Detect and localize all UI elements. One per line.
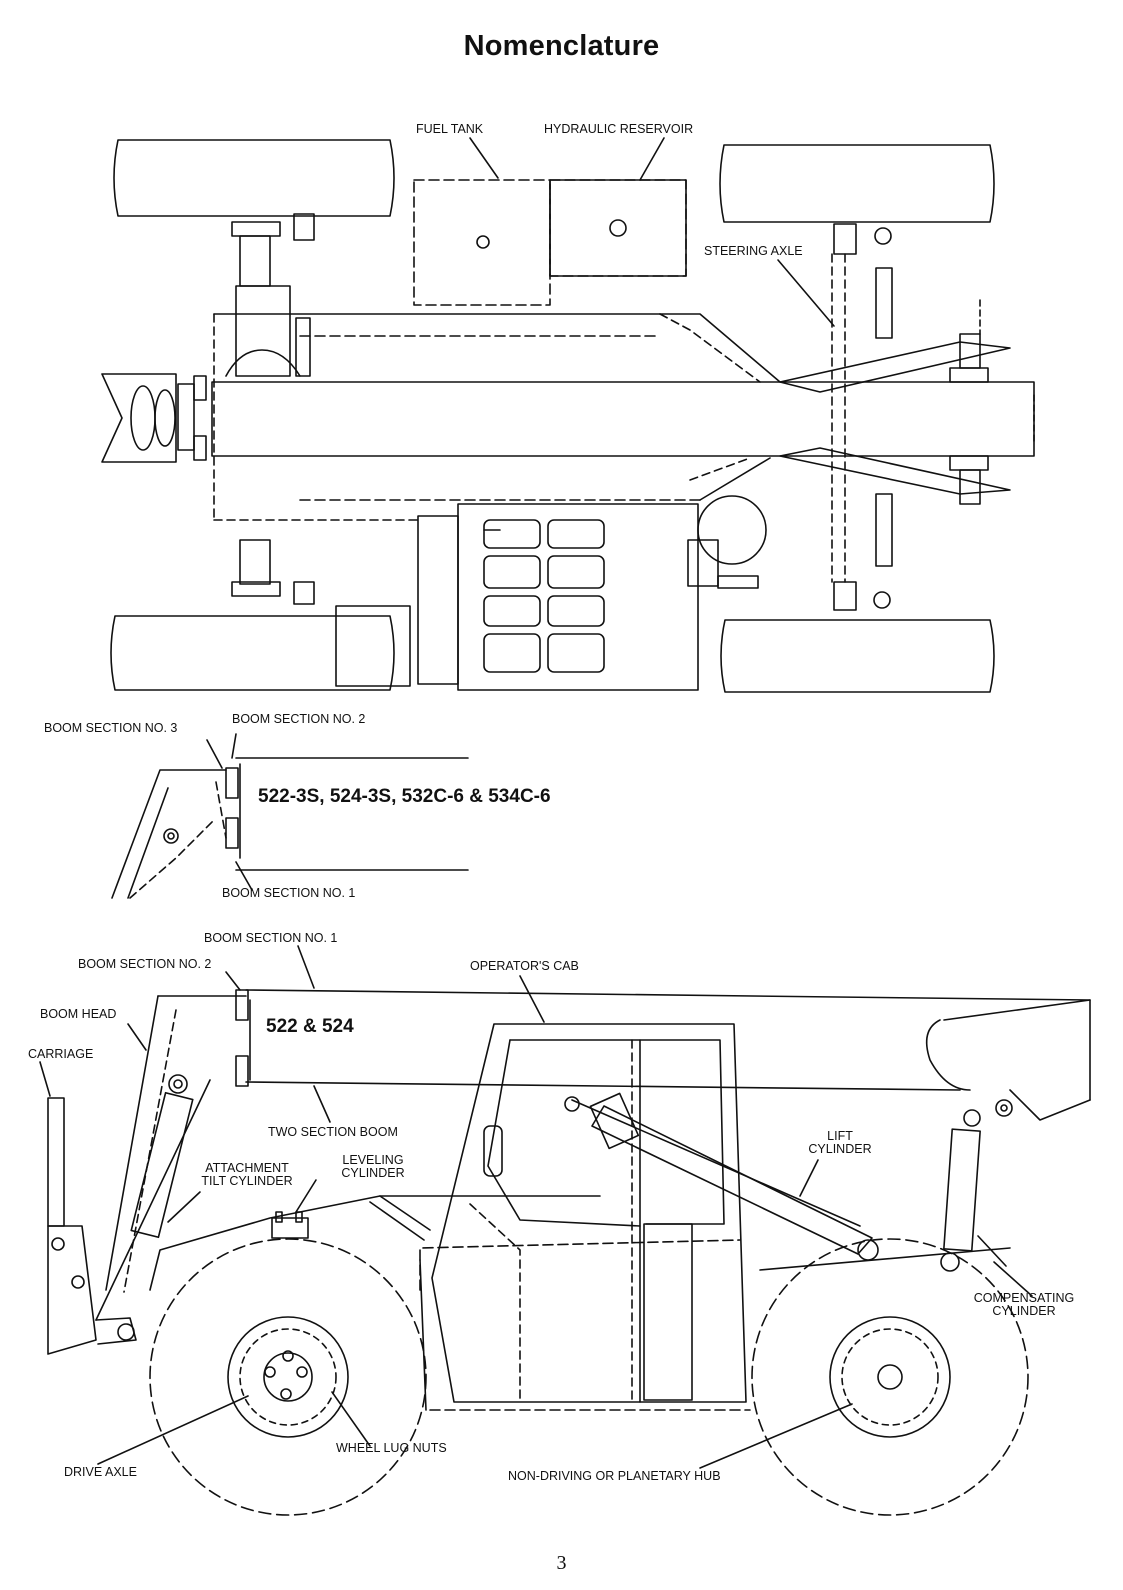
side-view-leaders — [39, 945, 1033, 1469]
attachment-tilt-cylinder-label: ATTACHMENT TILT CYLINDER — [188, 1162, 306, 1188]
lift-cylinder-line-1: LIFT — [827, 1129, 853, 1143]
front-right-tire — [720, 619, 995, 693]
steering-axle-label: STEERING AXLE — [704, 244, 803, 258]
boom-detail-models-label: 522-3S, 524-3S, 532C-6 & 534C-6 — [258, 786, 551, 807]
page-title: Nomenclature — [463, 30, 660, 62]
leveling-cylinder-line-1: LEVELING — [342, 1153, 404, 1167]
side-boom-section-2-label: BOOM SECTION NO. 2 — [78, 957, 212, 971]
top-view-leaders — [469, 137, 835, 327]
rear-left-tire — [113, 139, 395, 217]
two-section-boom-label: TWO SECTION BOOM — [268, 1125, 398, 1139]
leveling-cylinder-line-2: CYLINDER — [341, 1166, 405, 1180]
attachment-tilt-cylinder-line-2: TILT CYLINDER — [201, 1174, 293, 1188]
boom-section-1-label: BOOM SECTION NO. 1 — [222, 886, 356, 900]
lift-cylinder-label: LIFT CYLINDER — [800, 1130, 880, 1156]
operators-cab-label: OPERATOR'S CAB — [470, 959, 579, 973]
boom-section-3-label: BOOM SECTION NO. 3 — [44, 721, 178, 735]
side-view-diagram — [47, 989, 1091, 1516]
leveling-cylinder-label: LEVELING CYLINDER — [332, 1154, 414, 1180]
side-models-label: 522 & 524 — [266, 1016, 354, 1037]
boom-section-2-label: BOOM SECTION NO. 2 — [232, 712, 366, 726]
wheel-lug-nuts-label: WHEEL LUG NUTS — [336, 1441, 447, 1455]
hub-label: NON-DRIVING OR PLANETARY HUB — [508, 1469, 721, 1483]
attachment-tilt-cylinder-line-1: ATTACHMENT — [205, 1161, 289, 1175]
boom-head-label: BOOM HEAD — [40, 1007, 117, 1021]
compensating-cylinder-line-2: CYLINDER — [992, 1304, 1056, 1318]
side-boom-section-1-label: BOOM SECTION NO. 1 — [204, 931, 338, 945]
top-view-diagram — [101, 139, 1035, 693]
drive-axle-label: DRIVE AXLE — [64, 1465, 137, 1479]
compensating-cylinder-line-1: COMPENSATING — [973, 1291, 1075, 1305]
carriage-label: CARRIAGE — [28, 1047, 94, 1061]
fuel-tank-label: FUEL TANK — [416, 122, 484, 136]
page-number: 3 — [556, 1552, 567, 1574]
front-left-tire — [719, 144, 995, 223]
rear-right-tire — [110, 615, 395, 691]
compensating-cylinder-label: COMPENSATING CYLINDER — [968, 1292, 1080, 1318]
hydraulic-reservoir-label: HYDRAULIC RESERVOIR — [544, 122, 694, 136]
lift-cylinder-line-2: CYLINDER — [808, 1142, 872, 1156]
boom-section-detail — [111, 733, 469, 899]
